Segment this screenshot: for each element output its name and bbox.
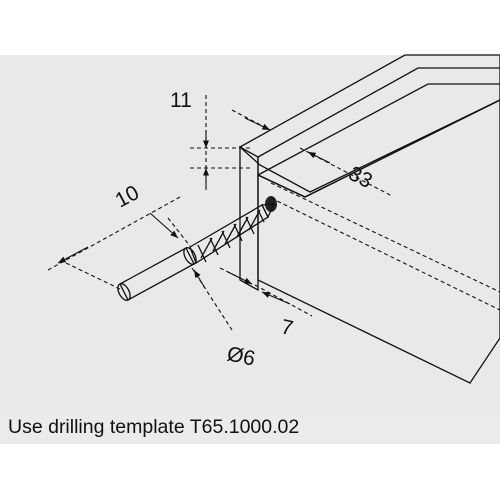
dim-label-11: 11 <box>170 89 192 112</box>
dimension-diameter: Ø6 <box>191 267 257 371</box>
dimension-11: 11 <box>170 89 250 190</box>
caption-bar: Use drilling template T65.1000.02 <box>0 411 500 444</box>
diagram-background <box>0 55 500 411</box>
dim-label-diameter: Ø6 <box>225 342 257 370</box>
panel-top-surface <box>238 54 500 193</box>
caption-text: Use drilling template T65.1000.02 <box>8 416 300 438</box>
dim-label-7: 7 <box>279 315 295 340</box>
drill-bit <box>117 203 276 301</box>
dimension-7: 7 <box>219 267 313 340</box>
